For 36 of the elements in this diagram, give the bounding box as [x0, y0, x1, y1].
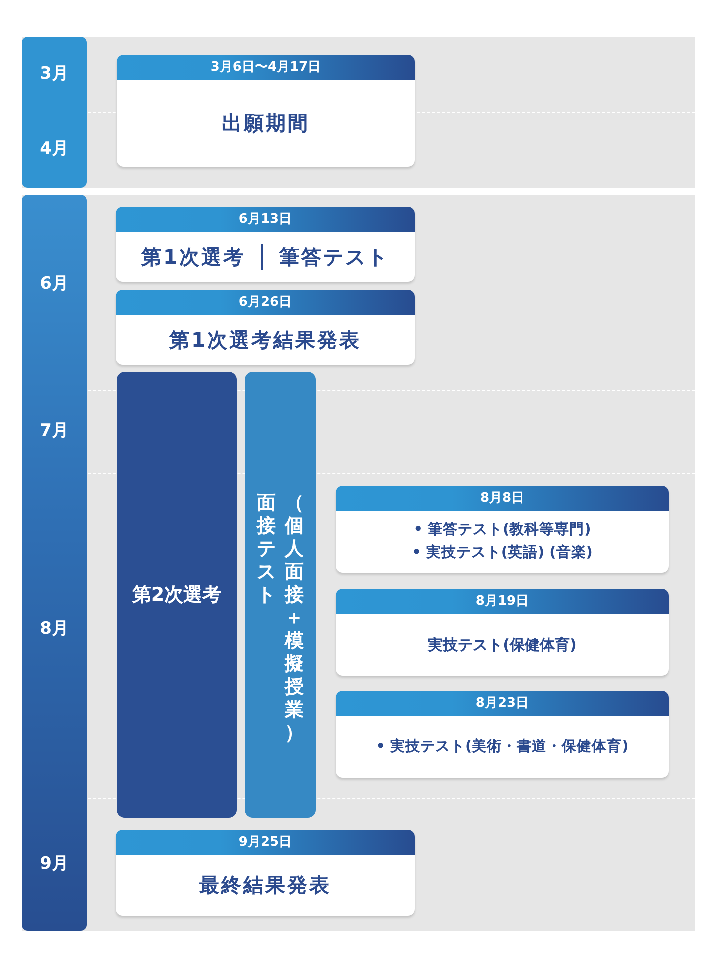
month-label: 6月	[39, 273, 70, 295]
month-label: 8月	[39, 618, 70, 640]
bullet-item: • 筆答テスト(教科等専門)	[414, 520, 592, 540]
event-text: 最終結果発表	[200, 872, 332, 899]
event-text: 第1次選考結果発表	[170, 326, 362, 354]
event-text: 出願期間	[222, 110, 310, 137]
event-text: 筆答テスト	[279, 244, 390, 270]
stage-text: 面接テスト	[256, 492, 277, 607]
stage-bar	[117, 372, 237, 818]
bullet-item: • 実技テスト(英語) (音楽)	[412, 543, 593, 563]
month-bar	[22, 195, 87, 931]
month-label: 9月	[39, 853, 70, 875]
bullet-item: • 実技テスト(美術・書道・保健体育)	[376, 737, 629, 756]
schedule-card	[116, 830, 415, 916]
month-label: 7月	[39, 420, 70, 442]
date-header: 8月8日	[336, 486, 669, 511]
month-label: 3月	[39, 63, 70, 85]
event-text: 第1次選考	[142, 244, 246, 270]
schedule-card	[336, 691, 669, 778]
stage-text: （個人面接＋模擬授業）	[284, 492, 305, 745]
date-header: 6月26日	[116, 290, 415, 315]
event-text: 実技テスト(保健体育)	[428, 636, 577, 654]
date-header: 6月13日	[116, 207, 415, 232]
schedule-card	[116, 290, 415, 365]
month-bar	[22, 37, 87, 188]
month-label: 4月	[39, 138, 70, 160]
schedule-card	[336, 589, 669, 676]
stage-text: 第2次選考	[132, 583, 222, 608]
schedule-card	[336, 486, 669, 573]
stage-bar	[245, 372, 316, 818]
date-header: 8月19日	[336, 589, 669, 614]
date-header: 8月23日	[336, 691, 669, 716]
schedule-card	[116, 207, 415, 282]
date-header: 9月25日	[116, 830, 415, 855]
schedule-card	[117, 55, 415, 167]
date-header: 3月6日〜4月17日	[117, 55, 415, 80]
